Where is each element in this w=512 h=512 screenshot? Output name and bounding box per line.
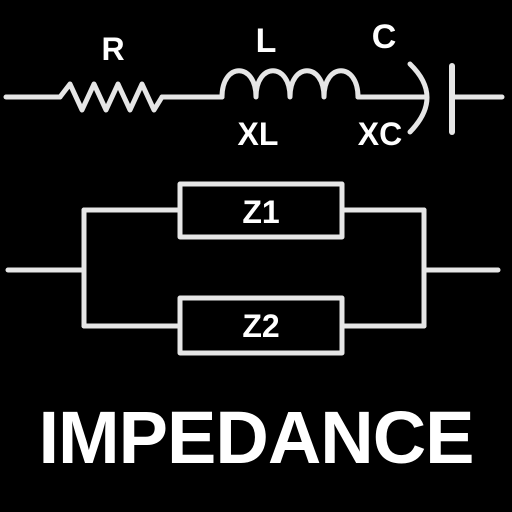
impedance-z2-box <box>177 295 345 356</box>
resistor-zigzag-icon <box>57 81 165 113</box>
impedance-z2-label: Z2 <box>242 308 279 344</box>
series-circuit: R L C XL XC <box>3 18 505 152</box>
capacitive-reactance-label: XC <box>358 116 402 152</box>
inductive-reactance-label: XL <box>238 116 279 152</box>
resistor-label: R <box>101 31 124 67</box>
inductor-label: L <box>256 22 277 60</box>
page-title: IMPEDANCE <box>38 396 474 479</box>
capacitor-label: C <box>372 18 397 56</box>
impedance-z1-box <box>177 181 345 240</box>
inductor-coil-icon <box>219 68 361 100</box>
parallel-circuit: Z1 Z2 <box>5 181 501 356</box>
impedance-z1-label: Z1 <box>242 194 279 230</box>
capacitor-curved-plate-icon <box>407 61 430 135</box>
